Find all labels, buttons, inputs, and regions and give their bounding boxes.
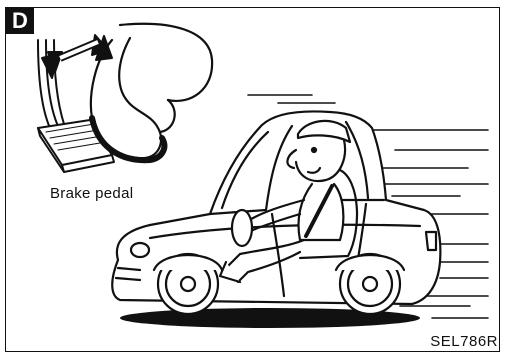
brake-pedal-label: Brake pedal [50,185,133,202]
shoe-icon [91,24,212,160]
reference-code: SEL786R [430,333,498,350]
